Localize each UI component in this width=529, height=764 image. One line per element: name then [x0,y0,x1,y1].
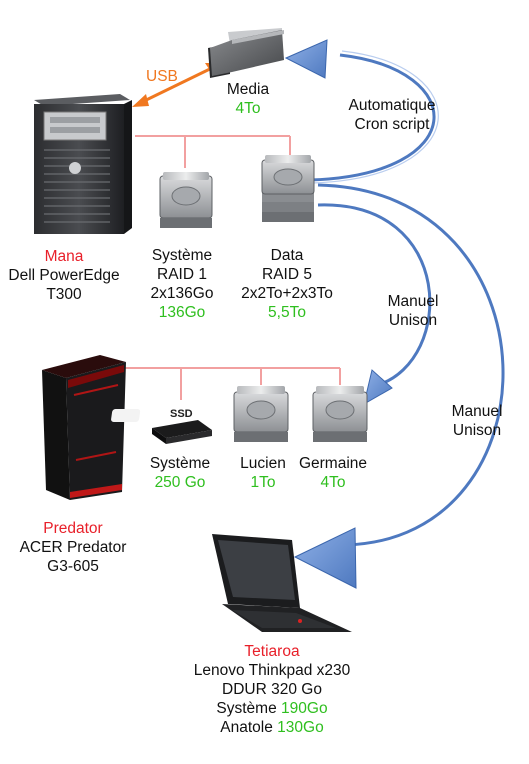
media-drive-icon [208,28,284,78]
sync-auto-line1: Automatique [348,97,436,114]
mana-system-line1: Système [151,247,213,264]
tetiaroa-anatole-text: Anatole [220,719,273,736]
acer-predator-icon [42,355,126,500]
mana-model-line1: Dell PowerEdge [8,267,120,284]
germaine-label: Germaine 4To [294,454,372,492]
tetiaroa-model: Lenovo Thinkpad x230 [193,662,351,679]
sync-manual-2-line1: Manuel [451,403,503,420]
sync-manual-2-label: Manuel Unison [444,402,510,440]
mana-data-line3: 2x2To+2x3To [241,285,333,302]
tetiaroa-anatole-size: 130Go [277,719,324,736]
predator-system-size: 250 Go [154,474,206,491]
thinkpad-laptop-icon [212,534,352,632]
mana-disk-links [135,135,291,168]
lucien-hdd-icon [233,386,289,442]
germaine-hdd-icon [312,386,368,442]
tetiaroa-system-line: Système 190Go [160,699,384,718]
mana-data-line2: RAID 5 [262,266,312,283]
sync-manual-1-label: Manuel Unison [380,292,446,330]
lucien-size: 1To [250,474,276,491]
mana-data-line1: Data [270,247,304,264]
mana-name: Mana [44,248,84,265]
sync-manual-1-arrow [317,203,432,406]
usb-label: USB [146,68,178,85]
lucien-text: Lucien [240,455,286,472]
tetiaroa-system-size: 190Go [281,700,328,717]
mana-data-size: 5,5To [268,304,306,321]
media-label: Media 4To [218,80,278,118]
tetiaroa-disk: DDUR 320 Go [222,681,322,698]
sync-auto-line2: Cron script [354,116,430,133]
sync-manual-2-line2: Unison [452,422,502,439]
tetiaroa-system-text: Système [216,700,277,717]
predator-model-line2: G3-605 [47,558,99,575]
sync-auto-label: Automatique Cron script [340,96,444,134]
predator-system-text: Système [149,455,211,472]
ssd-badge: SSD [170,408,193,420]
predator-name: Predator [43,520,103,537]
sync-manual-2-arrow [293,183,505,589]
predator-system-label: Système 250 Go [142,454,218,492]
mana-system-hdd-icon [159,172,213,228]
tetiaroa-anatole-line: Anatole 130Go [160,718,384,737]
sync-manual-1-line2: Unison [388,312,438,329]
predator-disk-links [120,367,341,400]
mana-label: Mana Dell PowerEdge T300 [0,247,128,304]
predator-label: Predator ACER Predator G3-605 [0,519,146,576]
mana-system-line2: RAID 1 [157,266,207,283]
mana-model-line2: T300 [46,286,82,303]
mana-system-label: Système RAID 1 2x136Go 136Go [140,246,224,322]
germaine-text: Germaine [298,455,368,472]
lucien-label: Lucien 1To [234,454,292,492]
media-size: 4To [235,100,261,117]
ssd-icon [111,409,212,444]
tetiaroa-label: Tetiaroa Lenovo Thinkpad x230 DDUR 320 G… [160,642,384,737]
sync-auto-arrow [284,39,439,184]
mana-system-size: 136Go [158,304,206,321]
mana-data-hdd-stack-icon [261,155,315,222]
sync-manual-1-line1: Manuel [387,293,439,310]
mana-data-label: Data RAID 5 2x2To+2x3To 5,5To [232,246,342,322]
predator-model-line1: ACER Predator [19,539,127,556]
mana-system-line3: 2x136Go [150,285,214,302]
germaine-size: 4To [320,474,346,491]
dell-server-icon [34,94,132,234]
media-name: Media [226,81,270,98]
tetiaroa-name: Tetiaroa [244,643,300,660]
